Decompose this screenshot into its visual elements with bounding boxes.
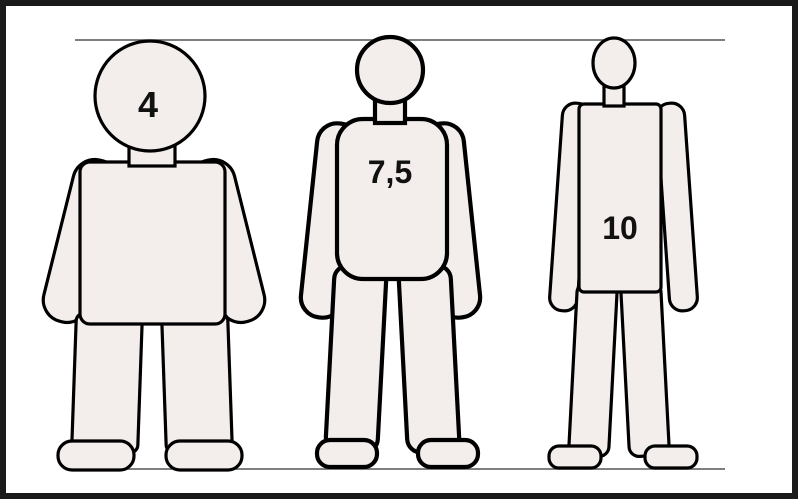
right-foot <box>645 446 697 468</box>
torso <box>579 104 661 292</box>
torso <box>337 119 447 279</box>
left-leg <box>568 282 617 457</box>
head <box>357 37 423 103</box>
torso <box>80 162 225 324</box>
figure-label: 10 <box>602 210 638 246</box>
left-foot <box>317 440 377 467</box>
left-leg <box>325 265 387 453</box>
left-foot <box>58 441 134 470</box>
right-leg <box>398 265 460 453</box>
right-leg <box>162 313 233 453</box>
head <box>593 38 635 88</box>
right-foot <box>166 441 242 470</box>
right-foot <box>418 440 478 467</box>
figure-label: 7,5 <box>368 154 412 190</box>
figure-label: 4 <box>138 84 158 125</box>
right-leg <box>621 282 670 457</box>
left-leg <box>72 313 143 453</box>
left-foot <box>549 446 601 468</box>
